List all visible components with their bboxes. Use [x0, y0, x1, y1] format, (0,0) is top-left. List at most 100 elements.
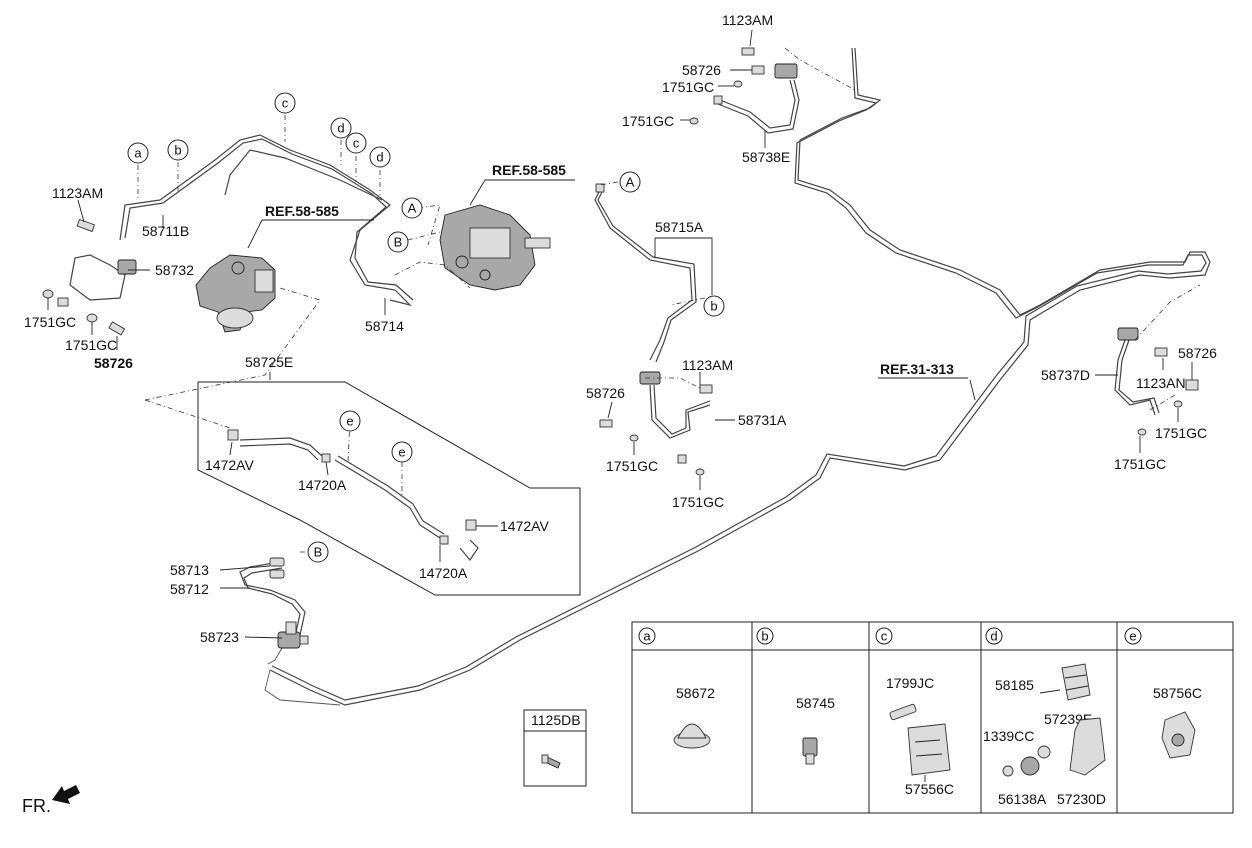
svg-text:e: e — [1129, 629, 1136, 644]
svg-text:d: d — [337, 121, 344, 136]
front-pipe-bundle — [119, 134, 414, 307]
legend-table: a b c d e 58672 58745 1799JC 57556C 5818… — [631, 621, 1234, 814]
part-label-1751GC-b: 1751GC — [65, 337, 117, 353]
bracket-set-drawing — [1002, 663, 1106, 777]
svg-text:c: c — [881, 629, 888, 644]
part-label-1751GC-top2: 1751GC — [622, 113, 674, 129]
abs-module-right — [439, 204, 551, 291]
svg-text:A: A — [408, 201, 417, 216]
svg-text:B: B — [314, 545, 323, 560]
svg-text:c: c — [282, 96, 289, 111]
callout-c-2: c — [345, 132, 367, 154]
callout-d-2: d — [369, 146, 391, 168]
legend-part-56138A: 56138A — [998, 791, 1047, 807]
hose-58738E — [689, 47, 800, 134]
part-label-58732: 58732 — [155, 262, 194, 278]
legend-header-e: e — [1124, 627, 1142, 645]
legend-header-b: b — [756, 627, 774, 645]
svg-text:c: c — [353, 136, 360, 151]
part-label-58737D: 58737D — [1041, 367, 1090, 383]
part-label-1751GC-r1: 1751GC — [1155, 425, 1207, 441]
legend-part-1799JC: 1799JC — [886, 675, 934, 691]
part-label-14720A-a: 14720A — [298, 477, 347, 493]
hose-58732 — [42, 218, 137, 336]
part-label-1751GC-r2: 1751GC — [1114, 456, 1166, 472]
callout-A-mid: A — [619, 171, 641, 193]
main-brake-pipes — [264, 47, 1211, 706]
svg-text:A: A — [626, 175, 635, 190]
callout-d-1: d — [330, 117, 352, 139]
vacuum-hose-group — [197, 381, 581, 596]
part-label-58713: 58713 — [170, 562, 209, 578]
svg-text:b: b — [710, 299, 717, 314]
callout-B-left: B — [387, 231, 409, 253]
legend-part-1339CC: 1339CC — [983, 728, 1034, 744]
hose-58715A — [594, 183, 697, 363]
part-label-58712: 58712 — [170, 581, 209, 597]
dash-leaders — [137, 47, 1201, 553]
callout-B-bottom: B — [307, 541, 329, 563]
callout-e-2: e — [391, 441, 413, 463]
abs-module-left — [195, 254, 276, 333]
rear-pipe-bundle — [239, 557, 306, 641]
ref-label-58-585-right: REF.58-585 — [492, 162, 566, 178]
part-label-58723: 58723 — [200, 629, 239, 645]
part-label-58726-top: 58726 — [682, 62, 721, 78]
legend-part-58185: 58185 — [995, 677, 1034, 693]
svg-text:d: d — [376, 150, 383, 165]
part-box-1125DB: 1125DB — [523, 709, 587, 787]
legend-header-d: d — [985, 627, 1003, 645]
hose-58731A — [599, 371, 713, 476]
part-label-1123AM-mid: 1123AM — [682, 357, 733, 373]
svg-text:e: e — [346, 414, 353, 429]
legend-part-58745: 58745 — [796, 695, 835, 711]
part-label-1751GC-top1: 1751GC — [662, 79, 714, 95]
part-label-58726-mid: 58726 — [586, 385, 625, 401]
grommet-58672-drawing — [673, 723, 711, 749]
clip-58756C-drawing — [1161, 711, 1196, 759]
svg-text:d: d — [990, 629, 997, 644]
proportioning-valve — [267, 621, 309, 665]
ref-label-31-313: REF.31-313 — [880, 361, 954, 377]
solid-leaders — [47, 29, 1193, 639]
svg-text:B: B — [394, 235, 403, 250]
part-label-1472AV-b: 1472AV — [500, 518, 549, 534]
part-label-58711B: 58711B — [142, 223, 189, 239]
part-label-1125DB: 1125DB — [531, 712, 581, 728]
part-label-1123AM-top: 1123AM — [722, 12, 773, 28]
part-label-58731A: 58731A — [738, 412, 787, 428]
callout-a-left: a — [127, 142, 149, 164]
ref-underlines — [262, 179, 968, 379]
part-label-58738E: 58738E — [742, 149, 790, 165]
part-label-1123AN: 1123AN — [1136, 375, 1186, 391]
part-label-58714: 58714 — [365, 318, 404, 334]
hose-58737D — [1114, 327, 1199, 436]
part-label-58726-left: 58726 — [94, 355, 133, 371]
ref-label-58-585-left: REF.58-585 — [265, 203, 339, 219]
clip-58745-drawing — [802, 737, 818, 765]
callout-A-left: A — [401, 197, 423, 219]
svg-text:e: e — [398, 445, 405, 460]
part-label-1123AM-left: 1123AM — [52, 185, 103, 201]
front-direction-indicator: FR. — [22, 785, 80, 816]
fr-arrow-icon — [52, 785, 80, 804]
part-label-58725E: 58725E — [245, 354, 293, 370]
legend-part-58756C: 58756C — [1153, 685, 1202, 701]
legend-header-c: c — [875, 627, 893, 645]
part-label-1472AV-a: 1472AV — [205, 457, 254, 473]
svg-text:b: b — [174, 143, 181, 158]
part-label-1751GC-a: 1751GC — [24, 314, 76, 330]
svg-text:a: a — [643, 629, 651, 644]
part-label-58715A: 58715A — [655, 219, 704, 235]
legend-header-a: a — [638, 627, 656, 645]
legend-part-57556C: 57556C — [905, 781, 954, 797]
fr-label: FR. — [22, 796, 51, 816]
part-label-14720A-b: 14720A — [419, 565, 468, 581]
callout-e-1: e — [339, 410, 361, 432]
holder-57556C-drawing — [889, 703, 951, 782]
svg-text:b: b — [761, 629, 768, 644]
part-label-1751GC-mid2: 1751GC — [672, 494, 724, 510]
callout-b-left: b — [167, 139, 189, 161]
callout-b-mid: b — [703, 295, 725, 317]
